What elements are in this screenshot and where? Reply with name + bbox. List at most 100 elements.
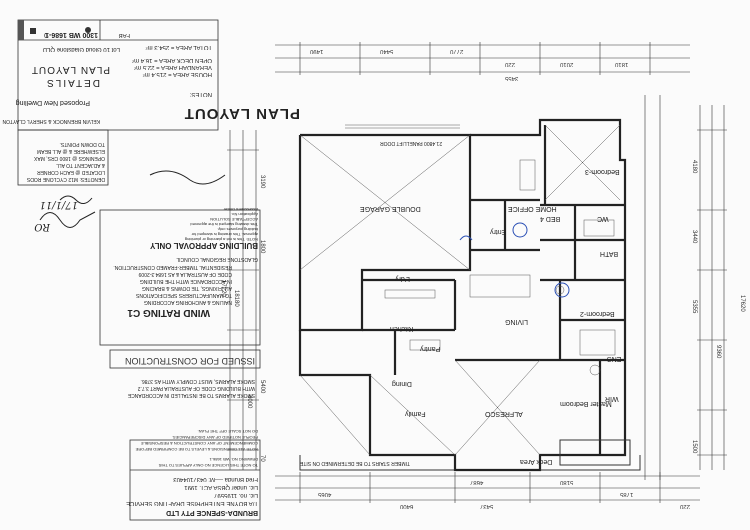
- dim-top-0: 1490: [310, 48, 324, 54]
- dim-bottom-5: 1785: [620, 491, 634, 497]
- dim-bottom-3: 4687: [470, 479, 484, 485]
- area-total: TOTAL AREA = 254.3 m²: [145, 44, 212, 50]
- title-block-client: KELVIN BRENNOCK & SHERYL CLAYTON: [2, 118, 100, 124]
- dim-bottom-4: 5180: [560, 479, 574, 485]
- dim-left-5: 18180: [233, 290, 239, 307]
- room-kitchen: Kitchen: [390, 325, 414, 332]
- wind-line-2: ALL FIXINGS, TIE DOWNS & BRACING: [141, 285, 232, 291]
- room-bed-4: BED 4: [540, 215, 561, 222]
- approval-line-3: building purposes only.: [217, 227, 258, 232]
- dim-top-6: 3455: [505, 75, 519, 81]
- dim-top-4: 2010: [560, 61, 574, 67]
- area-house: HOUSE AREA = 215.4 m²: [142, 71, 212, 77]
- legend-line-1: LOCATED @ EACH CORNER: [36, 169, 105, 175]
- dim-right-4: 5355: [691, 300, 697, 314]
- legend-line-2: & ADJACENT TO ALL: [56, 162, 105, 168]
- signature-initials: RO: [34, 221, 50, 232]
- legend-line-0: DENOTES: M12 CYCLONE RODS: [26, 176, 105, 182]
- title-block-sheet-ref: 1300 WB 1686-1: [45, 31, 98, 38]
- wind-line-4: CODE OF AUSTRALIA & AS 1684.3-2009: [138, 271, 232, 277]
- construction-stamp: ISSUED FOR CONSTRUCTION: [124, 356, 255, 366]
- room-master-bedroom: Master Bedroom: [560, 400, 612, 407]
- title-block-address: Lot 10 Gloud Gladstone QLD: [42, 46, 120, 52]
- wind-line-1: TO MANUFACTURERS SPECIFICATIONS: [136, 292, 232, 298]
- dim-bottom-0: 4065: [318, 491, 332, 497]
- wind-line-3: IN ACCORDANCE WITH THE BUILDING: [139, 278, 232, 284]
- room-wir: WIR: [605, 395, 619, 402]
- panellift-door-note: 21.4800 PANELLIFT DOOR: [380, 140, 443, 146]
- dim-note-line-2: PEOPLE NOTIFIED OF ANY DISCREPANCIES.: [171, 435, 258, 440]
- room-bedroom-2: Bedroom-2: [580, 310, 615, 317]
- room-pantry: Pantry: [420, 345, 441, 352]
- dim-note-line-1: COMMENCEMENT OF ANY CONSTRUCTION & RESPO…: [140, 441, 258, 446]
- smoke-line-0: SMOKE ALARMS TO BE INSTALLED IN ACCORDAN…: [127, 392, 255, 398]
- dim-bottom-6: 220: [680, 503, 691, 509]
- room-deck: Deck Area: [520, 458, 553, 465]
- drafter-line-5: T/A BOYNE ENTERPRISE DRAFTING SERVICE: [126, 500, 258, 506]
- room-wc: WC: [597, 215, 609, 222]
- room-garage: DOUBLE GARAGE: [360, 205, 421, 212]
- approval-line-0: GLADSTONE REGIONAL COUNCIL: [176, 256, 258, 262]
- room-home-office: HOME OFFICE: [508, 205, 557, 212]
- room-family: Family: [405, 410, 426, 417]
- title-block-drawing-title: PLAN LAYOUT: [30, 64, 110, 75]
- notes-heading: NOTES:: [189, 91, 212, 97]
- room-laundry: L'dry: [395, 275, 410, 282]
- room-bedroom-3: Bedroom-3: [585, 168, 620, 175]
- dim-left-3: 5400: [259, 380, 265, 394]
- dim-left-1: 1800: [259, 240, 265, 254]
- wind-line-5: RESIDENTIAL TIMBER-FRAMED CONSTRUCTION.: [113, 264, 232, 270]
- title-block-sheet-label: FAB: [118, 32, 130, 38]
- title-block-project: Proposed New Dwelling: [15, 99, 90, 106]
- room-bath: BATH: [600, 250, 619, 257]
- approval-line-5: ACCEPTABLE SOLUTION: [210, 217, 258, 222]
- dim-top-3: 220: [505, 61, 516, 67]
- dim-left-6: 70: [259, 455, 265, 462]
- dim-right-3: 17620: [739, 295, 745, 312]
- wind-line-0: NAILING & ANCHORING ACCORDING: [143, 299, 232, 305]
- approval-line-7: Assessment Officer: [223, 207, 258, 212]
- dim-top-5: 1810: [615, 61, 629, 67]
- drafter-line-4: Lic. no. 1195597: [214, 492, 258, 498]
- dim-bottom-2: 5437: [480, 503, 494, 509]
- title-block-drawing-subtitle: DETAILS: [45, 77, 100, 88]
- dim-top-2: 2770: [450, 48, 464, 54]
- dim-bottom-1: 6400: [400, 503, 414, 509]
- approval-line-2: approval. This drawing is stamped for: [191, 232, 258, 237]
- dim-right-5: 1500: [691, 440, 697, 454]
- room-dining: Dining: [392, 380, 412, 387]
- plan-title: PLAN LAYOUT: [183, 105, 300, 122]
- smoke-line-2: SMOKE ALARMS, MUST COMPLY WITH AS 3786.: [140, 378, 255, 384]
- legend-line-5: TO DOWN POINTS.: [59, 141, 105, 147]
- room-ensuite: ENS: [607, 355, 622, 362]
- room-living: LIVING: [505, 318, 528, 325]
- signature-date: 17/1/11: [39, 199, 78, 210]
- wind-rating-heading: WIND RATING C1: [127, 307, 210, 318]
- dim-right-2: 9360: [715, 345, 721, 359]
- dim-right-0: 4180: [691, 160, 697, 174]
- room-entry: Entry: [490, 228, 507, 235]
- title-block-sheet-no: 0: [44, 31, 48, 38]
- drafter-line-6: BRUNDA-SPENCE PTY LTD: [166, 509, 258, 516]
- drafter-line-3: Lic. under QBSA ACT. 1991: [184, 484, 258, 490]
- approval-line-6: Application No.: [231, 212, 258, 217]
- approval-line-4: This drawing stamped is the approved: [190, 222, 258, 227]
- legend-line-4: ELSEWHERE & @ ALL BEAM: [37, 148, 105, 154]
- smoke-line-1: WITH BUILDING CODE OF AUSTRALIA PART 3.7…: [137, 385, 255, 391]
- dim-note-line-3: DO NOT SCALE OFF THE PLAN.: [197, 429, 258, 434]
- dim-right-1: 3440: [691, 230, 697, 244]
- dim-note-line-0: NOTE: ALL DIMENSIONS & LEVELS TO BE CONF…: [135, 447, 258, 452]
- area-deck: OPEN DECK AREA = 16.4 m²: [132, 57, 212, 63]
- approval-line-1: NOTE: This is not a planning or plumbing: [184, 237, 258, 242]
- approval-heading: BUILDING APPROVAL ONLY: [149, 241, 258, 250]
- dim-left-0: 3190: [259, 175, 265, 189]
- drafter-line-1: DRAWING NO. WB 1686-1: [209, 457, 258, 462]
- area-verandah: VERANDAH AREA = 22.5 m²: [134, 64, 212, 70]
- legend-line-3: OPENINGS @ 1800 CRS, MAX: [34, 155, 105, 161]
- room-alfresco: ALFRESCO: [485, 410, 523, 417]
- drafter-line-0: TO NOTE THIS LICENCE NO ONLY APPLIES TO …: [158, 463, 258, 468]
- dim-top-1: 5440: [380, 48, 394, 54]
- drafter-line-2: Fred Brunda ----M: 0437104403: [173, 476, 258, 482]
